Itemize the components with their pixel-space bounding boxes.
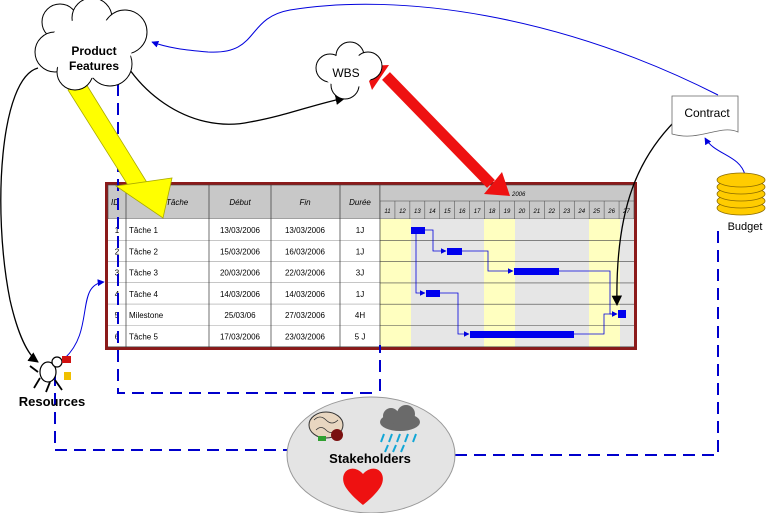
cell-end: 23/03/2006 [285,333,326,342]
timeline-day-23: 23 [562,209,570,215]
bar-task-4 [426,290,440,297]
timeline-year: 2006 [511,192,526,198]
heart-icon [343,468,383,505]
budget-coins: Budget [716,172,766,233]
bar-task-3 [514,268,559,275]
timeline-day-16: 16 [459,209,466,215]
cell-start: 15/03/2006 [220,247,261,256]
wbs-cloud: WBS [315,41,383,100]
header-start: Début [229,198,251,207]
cell-start: 14/03/2006 [220,290,261,299]
timeline-day-19: 19 [504,209,511,215]
timeline-day-22: 22 [547,209,555,215]
header-task: Tâche [166,198,189,207]
timeline-day-21: 21 [533,209,541,215]
product-features-line1: Product [71,44,116,58]
gantt-row [108,282,380,305]
header-end: Fin [299,198,311,207]
resources-label: Resources [19,394,85,409]
cell-id: 3 [115,269,120,278]
gantt-row [108,219,380,241]
gantt-row [108,304,380,326]
stakeholders-bubble: Stakeholders [286,396,456,513]
cell-duration: 3J [356,269,364,278]
resources-clipart-icon [29,356,71,393]
cell-end: 22/03/2006 [285,269,326,278]
bar-milestone [618,310,626,318]
contract-label: Contract [684,106,730,120]
budget-label: Budget [728,221,763,233]
gantt-row [108,325,380,347]
timeline-day-25: 25 [592,209,600,215]
timeline-day-13: 13 [414,209,421,215]
timeline-day-15: 15 [444,209,451,215]
cell-duration: 4H [355,311,365,320]
wbs-label: WBS [332,66,359,80]
cell-start: 17/03/2006 [220,333,261,342]
contract-document: Contract [671,95,739,137]
cell-start: 20/03/2006 [220,269,261,278]
cell-duration: 5 J [355,333,366,342]
timeline-day-27: 27 [622,209,630,215]
timeline-day-12: 12 [399,209,406,215]
black-arrows [0,29,679,363]
stakeholders-label: Stakeholders [329,451,411,466]
brain-icon [308,411,344,441]
cell-duration: 1J [356,290,364,299]
cell-id: 2 [115,247,120,256]
cell-end: 27/03/2006 [285,311,326,320]
cell-task: Tâche 2 [129,247,158,256]
blue-arrows [64,3,746,359]
header-duration: Durée [349,198,371,207]
rain-cloud-icon [380,405,420,453]
bar-task-1 [411,227,425,234]
cell-end: 14/03/2006 [285,290,326,299]
timeline-day-20: 20 [518,209,526,215]
cell-task: Tâche 5 [129,333,158,342]
cell-start: 25/03/06 [224,311,256,320]
bar-task-2 [447,248,462,255]
timeline-day-14: 14 [429,209,436,215]
cell-task: Tâche 1 [129,226,158,235]
bar-task-5 [470,331,574,338]
product-features-line2: Features [69,59,119,73]
product-features-cloud: Product Features [34,0,148,91]
header-id: ID [111,198,119,207]
red-double-arrow [364,65,510,196]
cell-id: 1 [115,226,120,235]
timeline-day-17: 17 [474,209,481,215]
cell-end: 16/03/2006 [285,247,326,256]
cell-duration: 1J [356,247,364,256]
cell-end: 13/03/2006 [285,226,326,235]
resources-figure: Resources [19,356,85,409]
timeline-day-18: 18 [489,209,496,215]
timeline-day-11: 11 [384,209,390,215]
cell-duration: 1J [356,226,364,235]
cell-start: 13/03/2006 [220,226,261,235]
timeline-day-24: 24 [577,209,585,215]
timeline-day-26: 26 [607,209,615,215]
gantt-row [108,240,380,262]
gantt-row [108,261,380,283]
cell-task: Milestone [129,311,164,320]
cell-task: Tâche 4 [129,290,158,299]
cell-task: Tâche 3 [129,269,158,278]
